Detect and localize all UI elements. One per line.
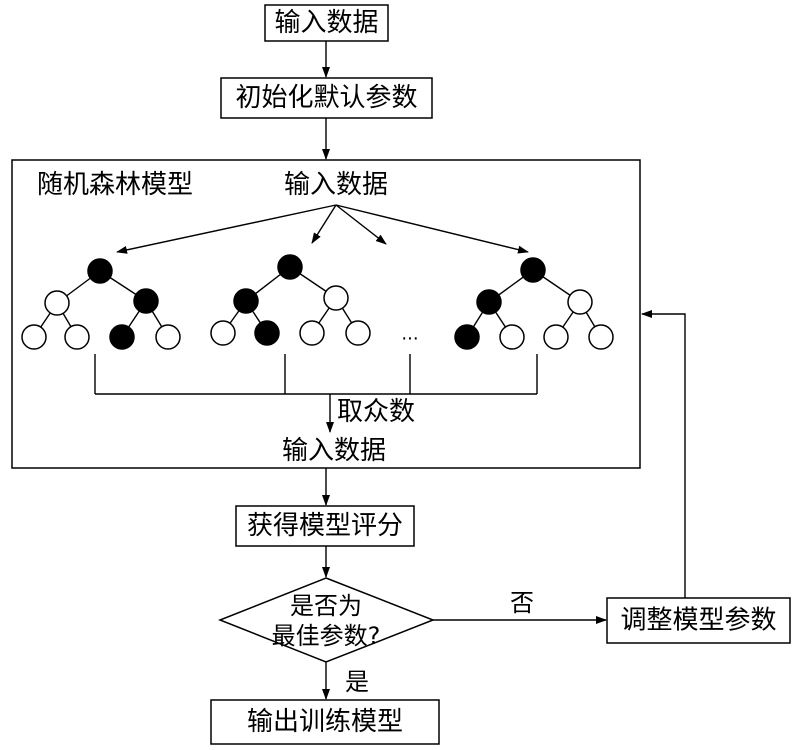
tree-3-leaf-node-4 [588,324,614,350]
input-data-label: 输入数据 [274,8,378,38]
tree-2-leaf-node-1 [210,320,236,346]
adjust-params-box [606,597,791,644]
tree-3-leaf-node-2 [499,324,525,350]
tree-2-child-node-2 [323,285,349,311]
tree-1-child-node-2 [133,288,159,314]
decision-tree-1 [21,258,181,350]
decision-tree-3 [454,257,614,350]
init-params-node: 初始化默认参数 [220,77,433,119]
forest-result-label: 输入数据 [282,436,386,466]
model-score-node: 获得模型评分 [235,505,415,547]
tree-1-leaf-node-2 [64,324,90,350]
no-branch-label: 否 [510,589,534,617]
vote-bracket [94,354,538,433]
tree-2-root-node [277,254,303,280]
tree-2-leaf-node-2 [254,320,280,346]
tree-3-leaf-node-1 [454,324,480,350]
output-model-label: 输出训练模型 [247,707,403,737]
input-distribution-arrows [116,204,529,254]
yes-branch-label: 是 [345,668,369,696]
decision-trees [21,254,614,350]
model-score-label: 获得模型评分 [247,511,403,541]
input-data-node: 输入数据 [264,4,389,42]
vote-label: 取众数 [337,397,415,427]
adjust-params-node: 调整模型参数 [606,597,791,644]
decision-label-line-2: 最佳参数? [272,622,381,650]
tree-1-root-node [87,258,113,284]
tree-3-child-node-1 [476,289,502,315]
arrow-to-tree-n [335,204,529,254]
init-params-box [220,77,433,119]
tree-3-root-node [520,257,546,283]
tree-1-leaf-node-4 [155,324,181,350]
decision-tree-2 [210,254,371,346]
output-model-box [210,699,440,745]
adjust-params-label: 调整模型参数 [620,606,776,636]
output-model-node: 输出训练模型 [210,699,440,745]
init-params-label: 初始化默认参数 [235,83,417,113]
input-data-box [264,4,389,42]
tree-3-child-node-2 [567,289,593,315]
more-trees-ellipsis: ... [401,324,418,345]
tree-1-leaf-node-1 [21,324,47,350]
arrow-to-more-trees [335,204,387,245]
arrow-to-tree-2 [311,204,337,244]
decision-label-line-1: 是否为 [290,592,362,620]
random-forest-panel: 随机森林模型 输入数据 ... 取众数 输入数据 [11,159,641,469]
tree-2-child-node-1 [233,288,259,314]
tree-1-leaf-node-3 [109,324,135,350]
random-forest-title: 随机森林模型 [37,170,193,200]
tree-2-leaf-node-3 [299,320,325,346]
forest-input-label: 输入数据 [284,170,388,200]
tree-1-child-node-1 [44,290,70,316]
tree-3-leaf-node-3 [543,324,569,350]
arrow-to-tree-1 [116,204,337,254]
model-score-box [235,505,415,547]
tree-2-leaf-node-4 [345,320,371,346]
feedback-loop-arrow [641,310,686,598]
random-forest-box [11,159,641,469]
best-params-decision: 是否为 最佳参数? [217,577,436,663]
